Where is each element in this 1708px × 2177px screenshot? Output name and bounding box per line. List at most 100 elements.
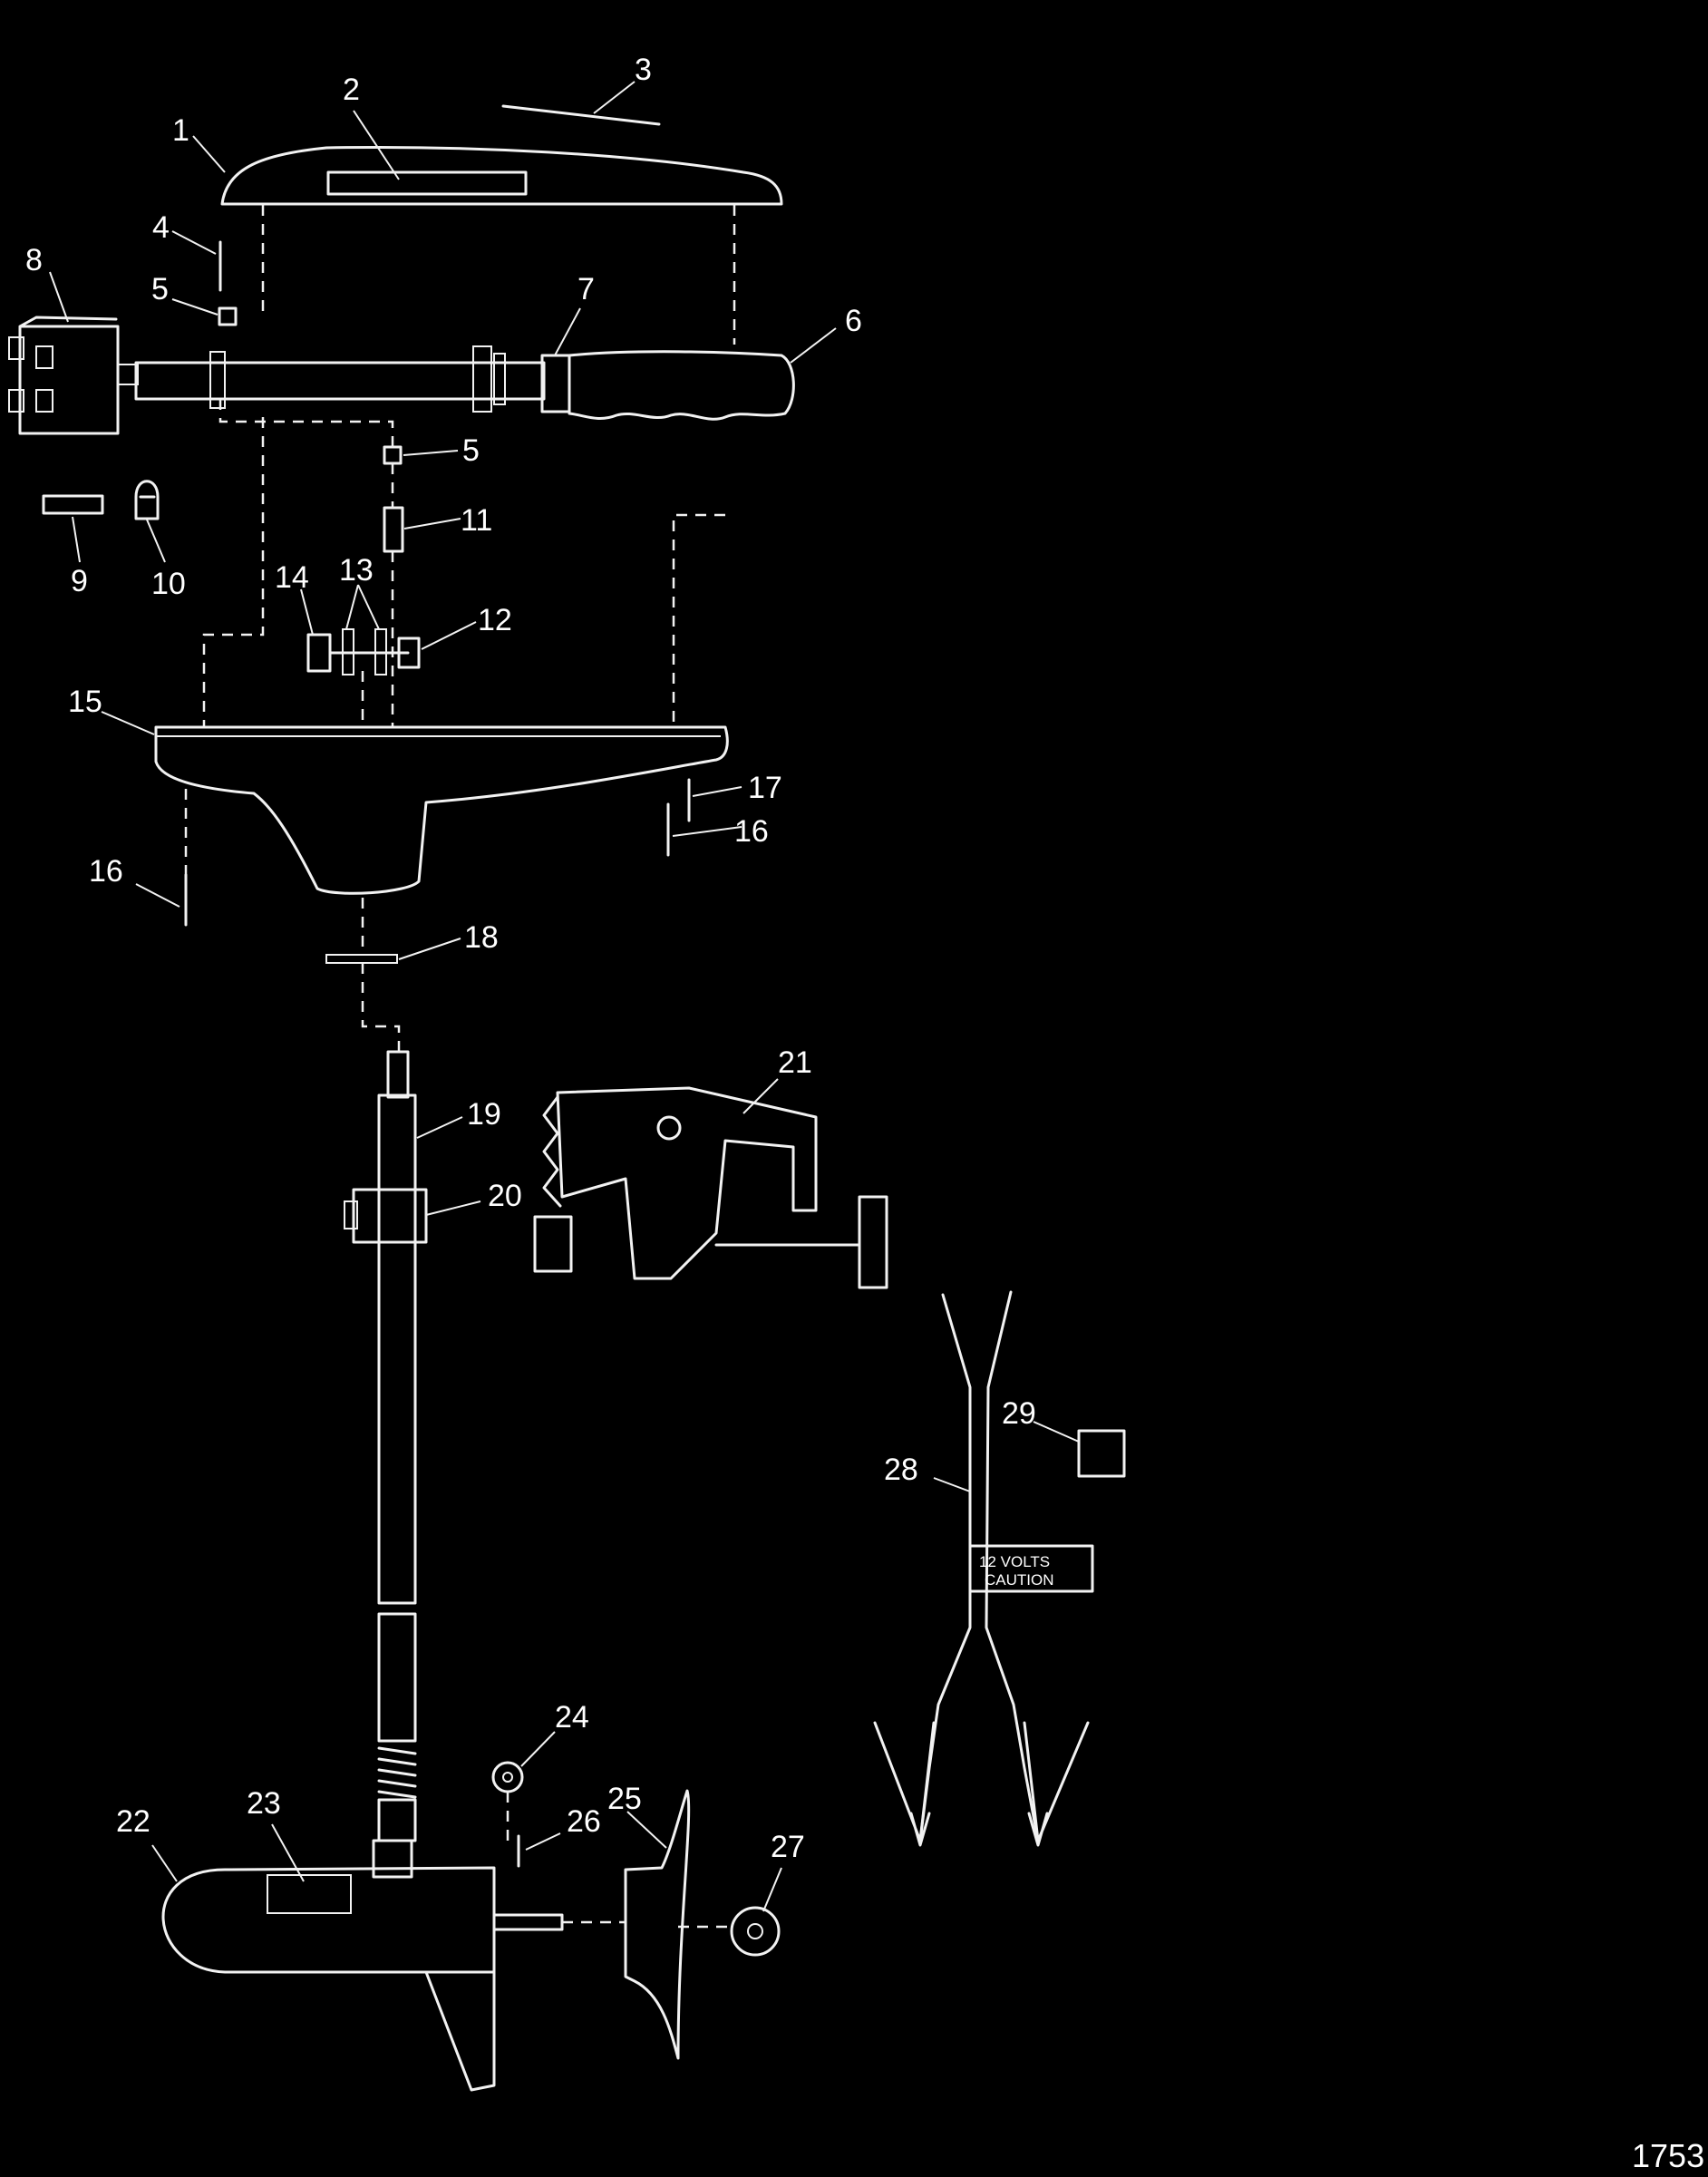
leader-line — [742, 1078, 779, 1114]
switch-terminal — [35, 389, 53, 413]
bracket-pivot — [656, 1115, 682, 1141]
callout-27: 27 — [771, 1830, 805, 1864]
callout-6: 6 — [845, 304, 862, 338]
drive-pin-washer — [491, 1761, 524, 1793]
washer — [374, 628, 387, 675]
propeller — [624, 1789, 691, 2060]
callout-5: 5 — [462, 433, 480, 468]
switch-terminal — [35, 345, 53, 369]
shaft-collar — [352, 1188, 428, 1244]
gasket — [325, 954, 398, 964]
callout-2: 2 — [343, 73, 360, 107]
leader-line — [692, 786, 742, 797]
tiller-collar — [472, 345, 492, 413]
callout-19: 19 — [467, 1097, 501, 1132]
leader-line — [357, 584, 380, 630]
tiller-tube — [134, 361, 546, 401]
callout-22: 22 — [116, 1804, 150, 1839]
callout-23: 23 — [247, 1786, 281, 1821]
switch-terminal — [8, 389, 24, 413]
shaft-thread — [377, 1746, 417, 1799]
figure-number: 1753 — [1632, 2137, 1704, 2174]
shaft-collar-tab — [344, 1200, 358, 1229]
leader-line — [171, 298, 218, 316]
washer — [342, 628, 354, 675]
tiller-collar — [493, 353, 506, 405]
leader-line — [554, 307, 581, 356]
assembly-line — [218, 399, 394, 447]
callout-11: 11 — [461, 503, 492, 538]
leader-line — [300, 588, 314, 636]
cable-tag — [968, 1544, 1094, 1593]
assembly-line — [361, 963, 401, 1052]
callout-14: 14 — [275, 560, 309, 595]
callout-13: 13 — [339, 553, 374, 588]
bracket-gear — [542, 1095, 562, 1208]
callout-21: 21 — [778, 1045, 812, 1080]
leader-line — [72, 516, 81, 563]
leader-line — [593, 81, 636, 114]
callout-15: 15 — [68, 685, 102, 719]
prop-nut-hole — [747, 1923, 763, 1939]
decal — [42, 494, 104, 515]
switch-terminal — [8, 336, 24, 360]
callout-9: 9 — [71, 564, 88, 598]
leader-line — [403, 450, 459, 456]
lock-nut — [397, 637, 421, 669]
decal-strip — [501, 104, 661, 126]
nut — [383, 445, 403, 465]
cable-tag-line-1: 12 VOLTS — [979, 1553, 1050, 1570]
callout-3: 3 — [635, 53, 652, 87]
drive-pin-washer-hole — [502, 1772, 513, 1783]
callout-29: 29 — [1002, 1396, 1036, 1431]
leader-line — [398, 938, 461, 960]
leader-line — [790, 327, 837, 364]
callout-5: 5 — [151, 272, 169, 306]
cover-decal — [326, 170, 528, 196]
switch-toggle — [117, 364, 139, 385]
leader-line — [672, 826, 742, 837]
callout-26: 26 — [567, 1804, 601, 1839]
leader-line — [353, 110, 400, 180]
bolt-head — [306, 633, 332, 673]
battery-clip — [873, 1721, 936, 1847]
bracket-knob — [858, 1195, 888, 1289]
callout-24: 24 — [555, 1700, 589, 1735]
callout-8: 8 — [25, 243, 43, 277]
callout-4: 4 — [152, 210, 170, 245]
leader-line — [146, 519, 166, 563]
lower-housing — [154, 725, 729, 895]
leader-line — [933, 1477, 971, 1492]
motor-housing — [161, 1866, 496, 1974]
tiller-collar — [209, 351, 226, 409]
callout-16: 16 — [89, 854, 123, 889]
switch-box — [18, 316, 120, 435]
leader-line — [271, 1823, 305, 1882]
wire-connector — [134, 480, 160, 520]
motor-decal — [267, 1874, 352, 1914]
battery-clip — [1023, 1721, 1090, 1847]
callout-20: 20 — [488, 1179, 522, 1213]
leader-line — [626, 1811, 667, 1849]
leader-line — [403, 518, 461, 530]
leader-line — [135, 883, 180, 908]
mounting-bracket — [556, 1086, 818, 1280]
prop-nut — [730, 1906, 781, 1957]
callout-25: 25 — [607, 1782, 642, 1816]
callout-17: 17 — [748, 771, 782, 805]
leader-line — [345, 584, 359, 630]
shaft-top-splines — [386, 1050, 410, 1099]
callout-1: 1 — [172, 113, 189, 148]
leader-line — [101, 711, 155, 735]
shaft-lower-splines — [377, 1798, 417, 1842]
leader-line — [425, 1200, 481, 1216]
callout-7: 7 — [577, 272, 595, 306]
top-cover — [220, 145, 783, 206]
callout-12: 12 — [478, 603, 512, 637]
tiller-grip — [568, 350, 795, 421]
assembly-line — [672, 513, 725, 727]
leader-line — [525, 1832, 561, 1851]
leader-line — [1033, 1421, 1080, 1443]
leader-line — [421, 621, 477, 650]
